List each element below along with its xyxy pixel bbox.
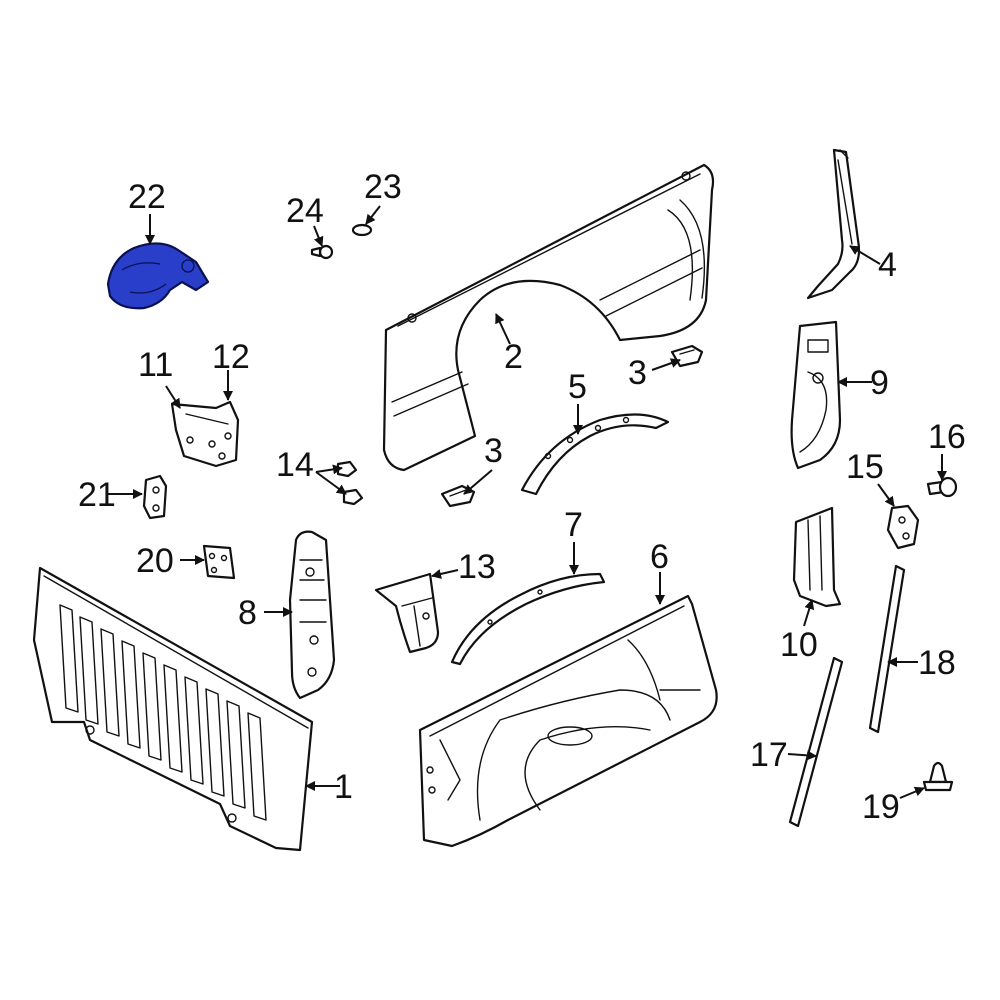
part-9-rear-pillar[interactable] bbox=[790, 320, 842, 470]
callout-6: 6 bbox=[650, 538, 669, 576]
callout-16: 16 bbox=[928, 418, 966, 456]
callout-7: 7 bbox=[564, 506, 583, 544]
callout-21: 21 bbox=[78, 476, 116, 514]
callout-17: 17 bbox=[750, 736, 788, 774]
part-11-12-hinge-plate[interactable] bbox=[170, 400, 240, 468]
callout-8: 8 bbox=[238, 594, 257, 632]
part-10-bracket[interactable] bbox=[792, 506, 842, 608]
callout-3-lower: 3 bbox=[484, 432, 503, 470]
part-6-inner-side[interactable] bbox=[418, 594, 718, 848]
part-15-plate[interactable] bbox=[886, 504, 920, 550]
part-17-strip[interactable] bbox=[788, 656, 844, 828]
part-4-corner-post[interactable] bbox=[806, 148, 861, 300]
part-3-clip-upper[interactable] bbox=[670, 344, 704, 368]
callout-24: 24 bbox=[286, 192, 324, 230]
part-1-front-panel[interactable] bbox=[32, 566, 314, 852]
callout-23: 23 bbox=[364, 168, 402, 206]
part-8-bracket[interactable] bbox=[288, 530, 336, 700]
callout-9: 9 bbox=[870, 364, 889, 402]
callout-15: 15 bbox=[846, 448, 884, 486]
callout-11: 11 bbox=[138, 346, 173, 384]
callout-19: 19 bbox=[862, 788, 900, 826]
part-19-plug[interactable] bbox=[922, 761, 954, 792]
callout-1: 1 bbox=[334, 768, 353, 806]
callout-10: 10 bbox=[780, 626, 818, 664]
callout-13: 13 bbox=[458, 548, 496, 586]
callout-20: 20 bbox=[136, 542, 174, 580]
part-21-striker[interactable] bbox=[142, 474, 168, 520]
callout-12: 12 bbox=[212, 338, 250, 376]
callout-18: 18 bbox=[918, 644, 956, 682]
callout-4: 4 bbox=[878, 246, 897, 284]
callout-5: 5 bbox=[568, 368, 587, 406]
part-16-push-pin[interactable] bbox=[926, 476, 958, 498]
part-13-corner-piece[interactable] bbox=[374, 572, 440, 654]
callout-14: 14 bbox=[276, 446, 314, 484]
part-22-highlighted-housing[interactable] bbox=[106, 242, 210, 310]
part-7-arch-strip[interactable] bbox=[450, 572, 606, 666]
part-2-side-panel[interactable] bbox=[382, 163, 715, 472]
part-18-strip[interactable] bbox=[868, 564, 906, 734]
callout-22: 22 bbox=[128, 178, 166, 216]
part-5-arch-flare[interactable] bbox=[520, 413, 670, 496]
part-20-latch-plate[interactable] bbox=[202, 544, 236, 580]
callout-labels: 1 2 3 3 4 5 6 7 8 9 10 11 12 13 14 15 16… bbox=[78, 168, 966, 826]
part-23-grommet[interactable] bbox=[351, 223, 373, 237]
part-24-clip[interactable] bbox=[310, 244, 334, 260]
callout-2: 2 bbox=[504, 338, 523, 376]
callout-3-upper: 3 bbox=[628, 354, 647, 392]
leader-lines bbox=[108, 205, 947, 799]
